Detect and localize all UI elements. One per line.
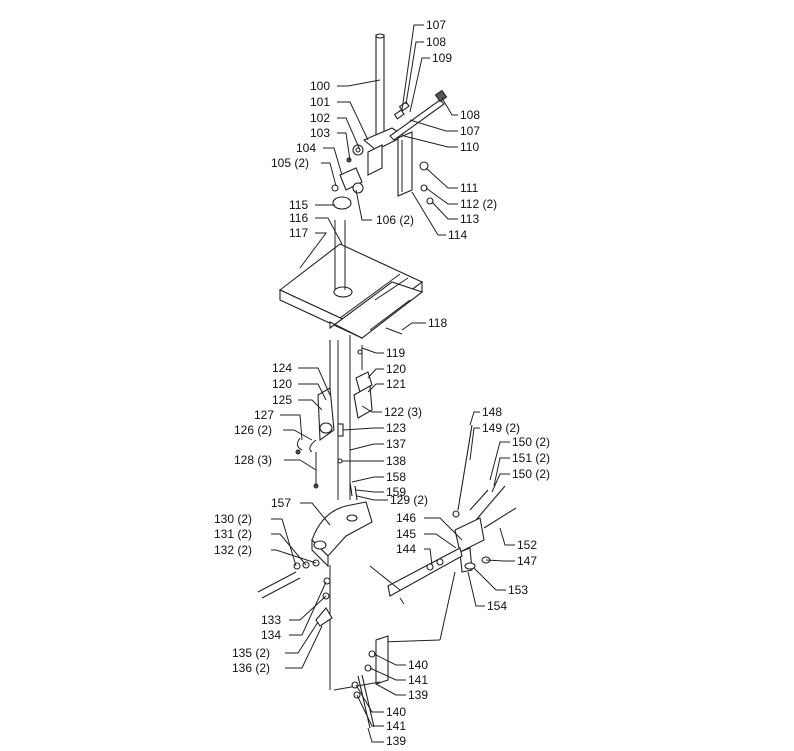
label-146: 146 <box>396 511 416 525</box>
label-115: 115 <box>289 198 308 212</box>
label-149: 149 (2) <box>482 421 520 435</box>
label-132: 132 (2) <box>214 543 252 557</box>
label-133: 133 <box>261 613 281 627</box>
label-139-lower: 139 <box>386 734 406 746</box>
label-134: 134 <box>261 628 281 642</box>
label-151: 151 (2) <box>512 451 550 465</box>
label-147: 147 <box>517 554 537 568</box>
adjust-shaft <box>389 99 445 141</box>
label-136: 136 (2) <box>232 661 270 675</box>
gear-assembly <box>369 424 517 641</box>
label-102: 102 <box>310 111 330 125</box>
label-113: 113 <box>460 212 479 226</box>
label-116: 116 <box>289 211 308 225</box>
label-158: 158 <box>386 470 406 484</box>
label-117: 117 <box>289 226 308 240</box>
label-130: 130 (2) <box>214 512 252 526</box>
label-135: 135 (2) <box>232 646 270 660</box>
label-107-right: 107 <box>460 124 480 138</box>
label-105: 105 (2) <box>271 156 309 170</box>
tilt-bracket <box>311 501 373 557</box>
label-100: 100 <box>310 79 330 93</box>
label-106: 106 (2) <box>376 213 414 227</box>
guide-post <box>375 34 385 136</box>
label-114: 114 <box>448 228 467 242</box>
label-108-right: 108 <box>460 108 480 122</box>
label-104: 104 <box>296 141 316 155</box>
label-126: 126 (2) <box>234 423 272 437</box>
trunnion-right <box>353 385 373 419</box>
label-140-upper: 140 <box>408 658 428 672</box>
label-159: 159 <box>386 485 406 499</box>
leader-lines <box>271 24 515 743</box>
label-123: 123 <box>386 421 406 435</box>
label-129: 129 (2) <box>390 493 428 507</box>
label-124: 124 <box>272 361 292 375</box>
label-157: 157 <box>271 496 291 510</box>
label-110: 110 <box>460 140 479 154</box>
label-131: 131 (2) <box>214 527 252 541</box>
trunnion-assembly <box>295 340 373 501</box>
label-125: 125 <box>272 393 292 407</box>
rack <box>387 547 463 597</box>
label-109: 109 <box>432 51 452 65</box>
label-154: 154 <box>487 599 507 613</box>
label-138: 138 <box>386 454 406 468</box>
label-107-top: 107 <box>426 18 446 32</box>
label-148: 148 <box>482 405 502 419</box>
label-139-upper: 139 <box>408 688 428 702</box>
tilt-bracket-assembly <box>257 501 373 690</box>
label-152: 152 <box>517 538 537 552</box>
label-122: 122 (3) <box>384 405 422 419</box>
label-111: 111 <box>460 181 479 195</box>
label-119: 119 <box>386 346 405 360</box>
label-150-top: 150 (2) <box>512 435 550 449</box>
label-120-left: 120 <box>272 377 292 391</box>
gear-housing <box>454 517 485 553</box>
label-140-lower: 140 <box>386 705 406 719</box>
label-127: 127 <box>254 408 274 422</box>
lock-knob <box>315 607 333 627</box>
label-128: 128 (3) <box>234 453 272 467</box>
label-141-lower: 141 <box>386 719 406 733</box>
roller <box>332 196 352 210</box>
label-145: 145 <box>396 527 416 541</box>
guide-post-assembly <box>331 33 448 210</box>
label-141-upper: 141 <box>408 673 428 687</box>
label-108-top: 108 <box>426 35 446 49</box>
label-144: 144 <box>396 542 416 556</box>
label-112: 112 (2) <box>460 197 497 211</box>
guard-plate <box>397 131 413 197</box>
label-120-right: 120 <box>386 362 406 376</box>
label-118: 118 <box>428 316 447 330</box>
saw-table <box>278 220 424 500</box>
label-153: 153 <box>508 583 528 597</box>
label-103: 103 <box>310 126 330 140</box>
label-121: 121 <box>386 377 406 391</box>
label-137: 137 <box>386 437 406 451</box>
part-labels: 100 101 102 103 104 105 (2) 106 (2) 107 … <box>214 18 550 748</box>
label-150-bottom: 150 (2) <box>512 467 550 481</box>
label-101: 101 <box>310 95 330 109</box>
